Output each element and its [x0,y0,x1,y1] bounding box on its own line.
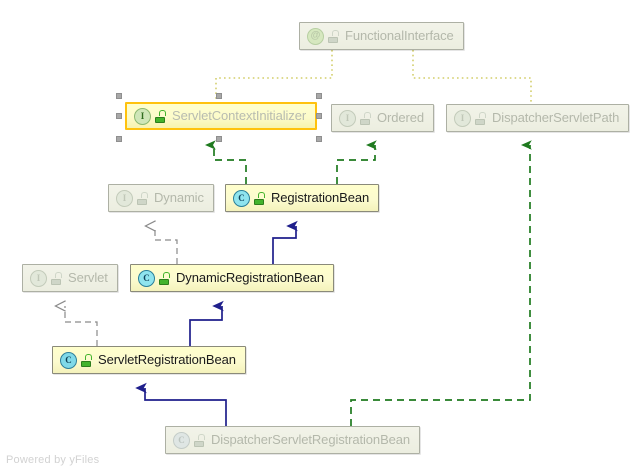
node-label: Dynamic [154,190,204,205]
selection-handle-ne[interactable] [316,93,322,99]
node-ordered[interactable]: I Ordered [331,104,434,132]
interface-i-icon: I [339,109,356,127]
node-dispatcherservletregistrationbean[interactable]: C DispatcherServletRegistrationBean [165,426,421,454]
class-c-icon: C [173,431,190,449]
selection-handle-w[interactable] [116,113,122,119]
package-lock-icon [194,433,205,447]
yfiles-watermark: Powered by yFiles [6,454,100,466]
package-lock-icon [155,109,166,123]
edge-dispatcherservletregistrationbean-servletregistrationbean [135,382,227,426]
annotation-at-icon: @ [307,27,324,45]
edge-functionalinterface-dispatcherservletpath [412,50,532,104]
edge-dynamicregistrationbean-registrationbean [272,220,298,265]
package-lock-icon [360,111,371,125]
interface-i-icon: I [454,109,471,127]
class-c-icon: C [138,269,155,287]
package-lock-icon [254,191,265,205]
node-label: ServletContextInitializer [172,108,307,123]
node-label: DispatcherServletPath [492,110,620,125]
node-label: DispatcherServletRegistrationBean [211,432,411,447]
package-lock-icon [81,353,92,367]
edge-dispatcherservletregistrationbean-dispatcherservletpath [350,140,532,426]
edge-servletregistrationbean-dynamicregistrationbean [189,300,224,346]
edge-dynamicregistrationbean-dynamic [144,220,178,264]
interface-i-icon: I [30,269,47,287]
edge-functionalinterface-servletcontextinitializer [215,50,333,104]
package-lock-icon [475,111,486,125]
selection-handle-s[interactable] [216,136,222,142]
node-servletcontextinitializer[interactable]: I ServletContextInitializer [125,102,318,130]
node-servletregistrationbean[interactable]: C ServletRegistrationBean [52,346,246,374]
interface-i-icon: I [116,189,133,207]
edge-servletregistrationbean-servlet [54,300,98,346]
selection-handle-se[interactable] [316,136,322,142]
edge-registrationbean-ordered [336,140,377,184]
selection-handle-n[interactable] [216,93,222,99]
package-lock-icon [328,29,339,43]
node-label: DynamicRegistrationBean [176,270,324,285]
selection-handle-sw[interactable] [116,136,122,142]
class-c-icon: C [60,351,77,369]
selection-handle-nw[interactable] [116,93,122,99]
node-dispatcherservletpath[interactable]: I DispatcherServletPath [446,104,630,132]
node-dynamicregistrationbean[interactable]: C DynamicRegistrationBean [130,264,334,292]
package-lock-icon [159,271,170,285]
node-functionalinterface[interactable]: @ FunctionalInterface [299,22,464,50]
node-servlet[interactable]: I Servlet [22,264,118,292]
edge-registrationbean-servletcontextinitializer [205,140,247,184]
class-c-icon: C [233,189,250,207]
node-label: ServletRegistrationBean [98,352,236,367]
package-lock-icon [137,191,148,205]
node-label: RegistrationBean [271,190,370,205]
node-registrationbean[interactable]: C RegistrationBean [225,184,380,212]
node-label: FunctionalInterface [345,28,454,43]
node-label: Ordered [377,110,424,125]
node-dynamic[interactable]: I Dynamic [108,184,214,212]
interface-i-icon: I [134,107,151,125]
selection-handle-e[interactable] [316,113,322,119]
package-lock-icon [51,271,62,285]
node-label: Servlet [68,270,108,285]
